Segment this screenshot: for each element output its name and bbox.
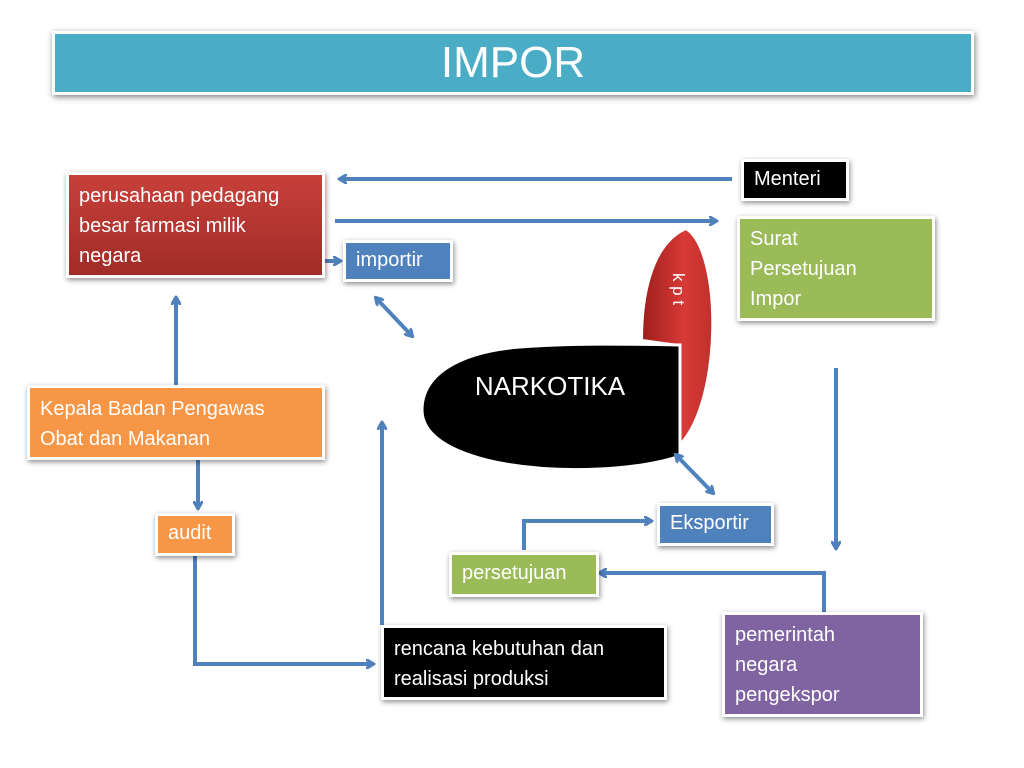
node-audit-label: audit [168, 522, 212, 544]
narkotika-shape [420, 342, 682, 472]
node-rencana-label: rencana kebutuhan dan realisasi produksi [394, 638, 605, 690]
node-persetujuan: persetujuan [449, 552, 599, 597]
node-pemerintah: pemerintah negara pengekspor [722, 612, 923, 717]
node-surat-label: Surat Persetujuan Impor [750, 228, 857, 310]
node-pemerintah-label: pemerintah negara pengekspor [735, 624, 840, 706]
arrow-narkotika-eksportir [676, 455, 713, 493]
arrow-pemerintah-persetujuan [600, 573, 826, 612]
title-bar: IMPOR [52, 31, 974, 95]
node-kepala: Kepala Badan Pengawas Obat dan Makanan [27, 385, 325, 460]
node-audit: audit [155, 513, 235, 556]
node-importir-label: importir [356, 249, 423, 271]
arrow-persetujuan-eksportir [522, 521, 651, 550]
narkotika-label: NARKOTIKA [474, 371, 626, 401]
node-perusahaan: perusahaan pedagang besar farmasi milik … [66, 172, 325, 278]
node-persetujuan-label: persetujuan [462, 562, 567, 584]
node-rencana: rencana kebutuhan dan realisasi produksi [381, 625, 667, 700]
node-eksportir: Eksportir [657, 503, 774, 546]
arrow-importir-narkotika [376, 298, 412, 336]
arrow-audit-rencana [193, 556, 373, 664]
node-menteri: Menteri [741, 159, 849, 201]
node-importir: importir [343, 240, 453, 282]
kpt-label: k p t [669, 272, 688, 306]
node-eksportir-label: Eksportir [670, 512, 749, 534]
node-menteri-label: Menteri [754, 168, 821, 190]
node-surat: Surat Persetujuan Impor [737, 216, 935, 321]
page-title: IMPOR [440, 38, 586, 87]
node-kepala-label: Kepala Badan Pengawas Obat dan Makanan [40, 398, 265, 450]
node-perusahaan-label: perusahaan pedagang besar farmasi milik … [79, 185, 280, 267]
